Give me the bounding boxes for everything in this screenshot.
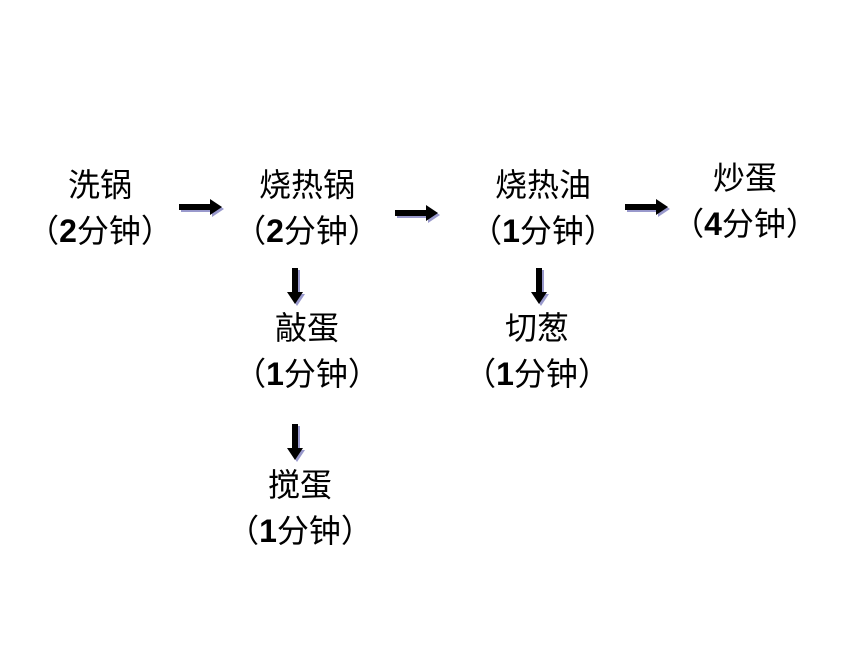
step-fry-egg: 炒蛋 （4分钟） bbox=[660, 158, 830, 244]
step-beat-egg: 搅蛋 （1分钟） bbox=[215, 465, 385, 551]
arrow-right-icon bbox=[395, 205, 440, 223]
step-heat-oil: 烧热油 （1分钟） bbox=[458, 165, 628, 251]
step-duration: （2分钟） bbox=[27, 212, 173, 250]
arrow-body bbox=[179, 199, 222, 215]
arrow-down-icon bbox=[287, 268, 305, 306]
step-wash-pot: 洗锅 （2分钟） bbox=[20, 165, 180, 251]
arrow-body bbox=[287, 424, 303, 460]
step-duration: （4分钟） bbox=[672, 205, 818, 243]
step-name: 搅蛋 bbox=[267, 466, 332, 504]
arrow-body bbox=[531, 268, 547, 304]
step-duration: （1分钟） bbox=[227, 512, 373, 550]
arrow-right-icon bbox=[625, 199, 670, 217]
step-name: 炒蛋 bbox=[712, 159, 777, 197]
step-duration: （1分钟） bbox=[464, 355, 610, 393]
step-name: 洗锅 bbox=[67, 166, 132, 204]
arrow-body bbox=[625, 199, 668, 215]
arrow-right-icon bbox=[179, 199, 224, 217]
step-crack-egg: 敲蛋 （1分钟） bbox=[222, 308, 392, 394]
arrow-body bbox=[395, 205, 438, 221]
step-name: 烧热锅 bbox=[258, 166, 355, 204]
arrow-body bbox=[287, 268, 303, 304]
step-name: 切葱 bbox=[504, 309, 569, 347]
step-duration: （2分钟） bbox=[234, 212, 380, 250]
arrow-down-icon bbox=[531, 268, 549, 306]
step-duration: （1分钟） bbox=[470, 212, 616, 250]
step-name: 敲蛋 bbox=[274, 309, 339, 347]
step-chop-onion: 切葱 （1分钟） bbox=[452, 308, 622, 394]
step-heat-pot: 烧热锅 （2分钟） bbox=[222, 165, 392, 251]
step-duration: （1分钟） bbox=[234, 355, 380, 393]
step-name: 烧热油 bbox=[494, 166, 591, 204]
arrow-down-icon bbox=[287, 424, 305, 462]
